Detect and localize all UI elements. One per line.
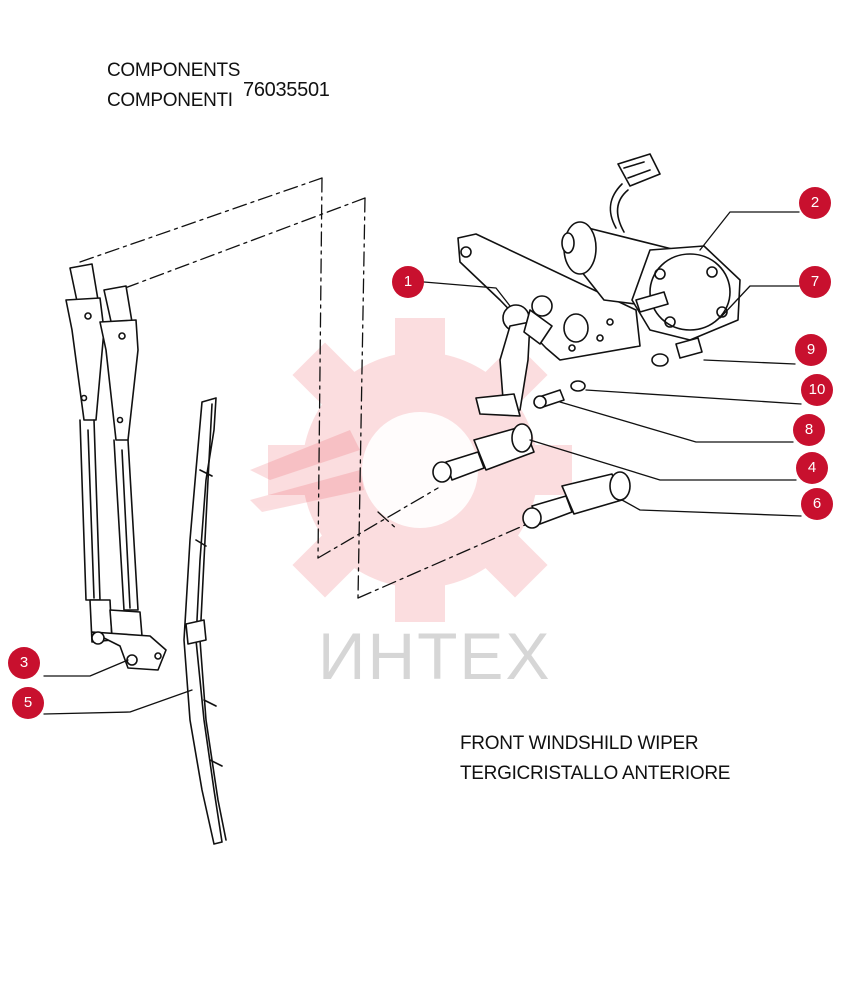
assembly-guide-lines (79, 177, 526, 599)
wiper-arm-right (91, 285, 167, 671)
callout-2: 2 (799, 187, 831, 219)
caption-en: FRONT WINDSHILD WIPER (460, 733, 699, 754)
spare-spindle (522, 471, 631, 529)
leader-lines (43, 211, 802, 715)
callout-4: 4 (796, 452, 828, 484)
part-number: 76035501 (243, 79, 330, 101)
callout-8: 8 (793, 414, 825, 446)
callout-7: 7 (799, 266, 831, 298)
wiper-arm-left (65, 263, 113, 643)
callout-10: 10 (801, 374, 833, 406)
watermark-text: ИНТЕХ (318, 619, 552, 693)
callout-3: 3 (8, 647, 40, 679)
mounting-bracket (457, 233, 641, 361)
crank-linkage (475, 295, 553, 417)
callout-5: 5 (12, 687, 44, 719)
wiper-blade (183, 397, 227, 845)
fasteners (533, 337, 703, 409)
components-label-en: COMPONENTS (107, 60, 241, 81)
callout-6: 6 (801, 488, 833, 520)
components-label-it: COMPONENTI (107, 90, 233, 111)
callout-1: 1 (392, 266, 424, 298)
spindle-assembly (432, 423, 535, 483)
callout-9: 9 (795, 334, 827, 366)
wiper-motor (561, 153, 741, 341)
caption-it: TERGICRISTALLO ANTERIORE (460, 763, 731, 784)
